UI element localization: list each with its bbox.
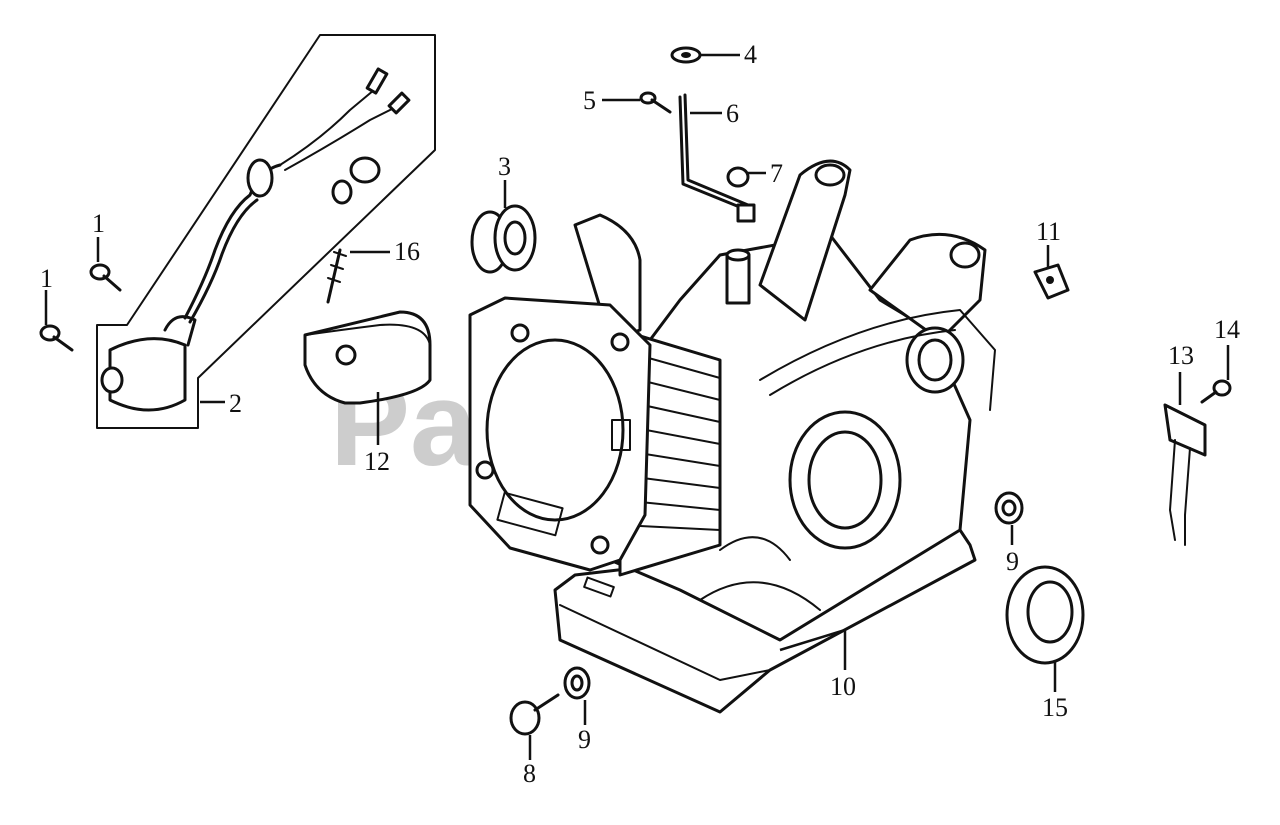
bolt-shank (52, 335, 74, 352)
head-bolt-hole (590, 535, 610, 555)
bearing-bore (503, 220, 527, 256)
head-bolt-hole (510, 323, 530, 343)
cylinder-bore (485, 338, 625, 522)
stud-16 (326, 248, 347, 304)
bolt-8-head (509, 700, 541, 736)
rod-6-side (678, 95, 744, 210)
body-rib (699, 581, 821, 611)
seal-9-right-hole (1001, 499, 1017, 517)
callout-6: 6 (726, 99, 739, 128)
bolt-14-shank (1200, 390, 1218, 404)
breather-post-top (725, 248, 751, 262)
crankcase-10 (468, 159, 996, 714)
callout-7: 7 (770, 159, 783, 188)
callout-3: 3 (498, 152, 511, 181)
callout-11: 11 (1036, 217, 1061, 246)
crankcase-boss-left (573, 213, 642, 342)
stud-thread (330, 264, 344, 270)
coil-lead-b (284, 104, 401, 171)
inset-frame (96, 34, 436, 429)
switch-body (1163, 403, 1207, 457)
arm-hole (814, 163, 846, 187)
coil-grommet (246, 158, 274, 198)
bearing-3 (470, 204, 537, 274)
callout-2: 2 (229, 389, 242, 418)
coil-terminal-b (387, 91, 411, 115)
callout-14: 14 (1214, 315, 1240, 344)
base-edge (559, 604, 771, 681)
bolt-1-upper (89, 263, 122, 292)
arm-hole-right (949, 241, 981, 269)
oil-seal-15-bore (1026, 580, 1074, 644)
face-slot (611, 419, 631, 451)
callout-1-upper: 1 (92, 209, 105, 238)
callout-10: 10 (830, 672, 856, 701)
base-slot (583, 576, 615, 598)
washer-9-bottom-hole (570, 674, 584, 692)
harness-line-2 (769, 329, 956, 396)
cover-hole (335, 344, 357, 366)
rod-6-tip (736, 203, 756, 223)
crankcase-arm-rear (758, 159, 852, 322)
harness-line (759, 309, 996, 411)
coil-nut (349, 156, 381, 184)
clip-11 (1033, 263, 1070, 300)
callout-12: 12 (364, 447, 390, 476)
bolt-shank (102, 274, 122, 292)
coil-mount-hole (100, 366, 124, 394)
coil-washer (331, 179, 353, 205)
callout-labels: 1 1 2 3 4 5 6 7 8 9 9 10 11 12 13 14 15 … (40, 40, 1240, 788)
switch-13 (1163, 403, 1207, 546)
bolt-8-shank (533, 693, 560, 712)
leader-lines (44, 53, 1230, 760)
callout-4: 4 (744, 40, 757, 69)
callout-9-right: 9 (1006, 547, 1019, 576)
nut-7 (726, 166, 750, 188)
screw-shank (650, 98, 672, 114)
stud-thread (333, 251, 347, 257)
screw-5 (639, 91, 672, 114)
camshaft-bore (917, 338, 953, 382)
callout-9-bottom: 9 (578, 725, 591, 754)
stud-shaft (326, 248, 342, 304)
switch-wire-a (1169, 439, 1176, 541)
breather-post (725, 253, 751, 305)
push-rod-opening (496, 491, 564, 537)
bolt-14-head (1212, 379, 1232, 397)
bolt-14 (1200, 379, 1232, 404)
callout-5: 5 (583, 86, 596, 115)
coil-terminal-a (365, 67, 389, 95)
body-rib-2 (719, 536, 791, 561)
bolt-8 (509, 693, 560, 736)
ignition-coil-inset (96, 34, 436, 429)
washer-4-hole (681, 52, 691, 58)
head-bolt-hole (475, 460, 495, 480)
callout-13: 13 (1168, 341, 1194, 370)
callout-1-lower: 1 (40, 264, 53, 293)
crank-bore (807, 430, 883, 530)
leader-10a (779, 628, 846, 652)
cover-edge (304, 323, 431, 346)
stud-thread (327, 277, 341, 283)
coil-wire-outer (188, 198, 259, 324)
head-bolt-hole (610, 332, 630, 352)
clip-hole (1046, 276, 1054, 284)
callout-8: 8 (523, 759, 536, 788)
coil-lead-boot (163, 315, 197, 347)
coil-lead-a (279, 84, 381, 166)
cover-12 (303, 310, 432, 405)
switch-wire-b (1184, 447, 1191, 546)
bolt-1-lower (39, 324, 74, 352)
cover-body (303, 310, 432, 405)
callout-15: 15 (1042, 693, 1068, 722)
callout-16: 16 (394, 237, 420, 266)
coil-body (108, 337, 187, 412)
